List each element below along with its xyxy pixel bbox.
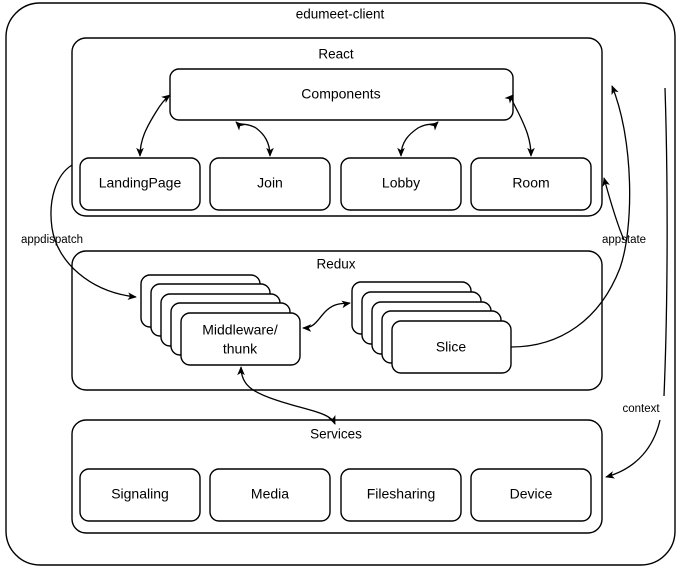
media-box[interactable] <box>209 468 331 522</box>
edumeet-client-title: edumeet-client <box>296 7 385 22</box>
redux-label: Redux <box>316 257 355 272</box>
edge-components-room <box>504 94 535 157</box>
landingpage-box[interactable] <box>79 157 201 211</box>
middleware-label-line1: Middleware/ <box>202 322 278 338</box>
middleware-label-line2: thunk <box>223 341 258 357</box>
edge-appdispatch: appdispatch <box>21 164 137 300</box>
appstate-path-upper <box>510 85 631 348</box>
device-label: Device <box>510 486 553 502</box>
signaling-box[interactable] <box>79 468 201 522</box>
media-label: Media <box>251 486 289 502</box>
appdispatch-label: appdispatch <box>21 234 83 246</box>
join-box[interactable] <box>209 157 331 211</box>
node-landingpage[interactable]: LandingPage <box>79 157 201 211</box>
node-middleware-stack[interactable]: Middleware/ thunk <box>140 274 301 366</box>
slice-label: Slice <box>436 339 467 355</box>
join-label: Join <box>257 175 283 191</box>
node-device[interactable]: Device <box>470 468 592 522</box>
node-join[interactable]: Join <box>209 157 331 211</box>
room-label: Room <box>512 175 549 191</box>
landingpage-label: LandingPage <box>99 175 182 191</box>
services-outline <box>71 419 603 534</box>
room-box[interactable] <box>470 157 592 211</box>
edge-services-middleware <box>237 366 336 425</box>
node-room[interactable]: Room <box>470 157 592 211</box>
node-filesharing[interactable]: Filesharing <box>340 468 462 522</box>
components-label: Components <box>301 86 380 102</box>
edge-components-lobby <box>397 121 439 157</box>
appdispatch-path <box>50 164 137 300</box>
filesharing-box[interactable] <box>340 468 462 522</box>
edge-components-join <box>235 121 274 157</box>
node-components[interactable]: Components <box>169 68 514 121</box>
edge-components-landingpage <box>136 94 171 157</box>
node-media[interactable]: Media <box>209 468 331 522</box>
lobby-box[interactable] <box>340 157 462 211</box>
edge-context: context <box>605 87 668 479</box>
node-slice-stack[interactable]: Slice <box>351 281 512 374</box>
container-react: React Components LandingPage Join Lobby … <box>71 37 603 217</box>
react-label: React <box>318 47 354 62</box>
lobby-label: Lobby <box>382 175 420 191</box>
context-path-bottom <box>605 419 661 479</box>
node-signaling[interactable]: Signaling <box>79 468 201 522</box>
middleware-card-1[interactable] <box>180 312 301 366</box>
appstate-path-lower <box>602 177 625 241</box>
device-box[interactable] <box>470 468 592 522</box>
filesharing-label: Filesharing <box>367 486 435 502</box>
container-redux: Redux Middleware/ thunk Slice <box>71 250 603 391</box>
appstate-label: appstate <box>602 234 646 246</box>
container-services: Services Signaling Media Filesharing Dev… <box>71 419 603 534</box>
edge-middleware-slice <box>302 300 351 332</box>
signaling-label: Signaling <box>111 486 169 502</box>
edge-appstate: appstate <box>510 85 646 348</box>
context-label: context <box>622 403 660 415</box>
services-label: Services <box>310 427 362 442</box>
context-path-top <box>663 87 668 397</box>
node-lobby[interactable]: Lobby <box>340 157 462 211</box>
